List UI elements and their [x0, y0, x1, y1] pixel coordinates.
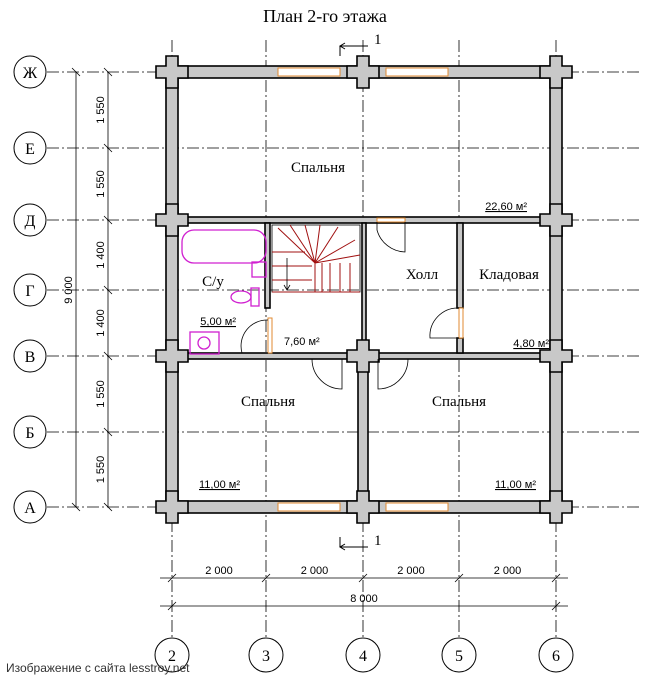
dimensions: 1 550 1 550 1 400 1 400 1 550 1 550 9 000 2 000…	[63, 67, 568, 611]
row-axis-marker	[13, 490, 47, 524]
col-axis-label: 3	[262, 648, 270, 665]
windows	[267, 67, 464, 512]
log-corner	[346, 490, 380, 524]
row-axis-label: В	[25, 349, 36, 366]
row-dim-label: 1 400	[95, 309, 107, 337]
watermark: Изображение с сайта lesstroy.net	[6, 661, 190, 675]
room-areas: 22,60 м² 5,00 м² 7,60 м² 4,80 м² 11,00 м…	[199, 201, 549, 491]
row-axis-marker	[13, 415, 47, 449]
log-corner	[539, 203, 573, 237]
log-corner	[539, 339, 573, 373]
room-name: Спальня	[432, 394, 486, 410]
bathtub-icon	[181, 229, 267, 264]
col-dim-label: 2 000	[494, 565, 522, 577]
log-corner	[346, 339, 380, 373]
bathroom-fixtures	[181, 229, 267, 355]
row-axis-marker	[13, 203, 47, 237]
row-dim-label: 1 550	[95, 96, 107, 124]
log-corner	[155, 55, 189, 89]
area-label: 5,00 м²	[200, 316, 236, 328]
area-label: 22,60 м²	[485, 201, 527, 213]
col-axis-label: 6	[552, 648, 560, 665]
log-corner	[346, 55, 380, 89]
area-label: 7,60 м²	[284, 336, 320, 348]
stairs	[271, 224, 361, 293]
col-dim-label: 2 000	[301, 565, 329, 577]
col-axis-marker	[248, 637, 284, 673]
col-axis-marker	[154, 637, 190, 673]
room-name: Холл	[406, 267, 439, 283]
area-label: 11,00 м²	[199, 479, 240, 491]
log-corners	[155, 55, 573, 524]
area-label: 4,80 м²	[513, 338, 549, 350]
room-name: Кладовая	[479, 267, 539, 283]
doors	[240, 222, 460, 390]
toilet-icon	[230, 290, 252, 304]
room-name: С/у	[202, 274, 224, 290]
row-dim-label: 1 550	[95, 170, 107, 198]
col-total-label: 8 000	[350, 593, 378, 605]
col-axis-label: 5	[455, 648, 463, 665]
row-axis-label: Ж	[23, 65, 38, 82]
row-dim-label: 1 550	[95, 456, 107, 484]
col-dim-label: 2 000	[205, 565, 233, 577]
col-axis-label: 4	[359, 648, 367, 665]
row-axis-marker	[13, 131, 47, 165]
row-axis-label: Е	[25, 141, 35, 158]
col-axis-marker	[538, 637, 574, 673]
area-label: 11,00 м²	[495, 479, 536, 491]
row-axis-label: А	[24, 500, 36, 517]
col-axis-label: 2	[168, 648, 176, 665]
log-corner	[539, 55, 573, 89]
row-axis-label: Б	[25, 425, 34, 442]
section-marks: 1 1	[339, 32, 382, 551]
section-label: 1	[374, 32, 382, 48]
row-axis-label: Д	[25, 213, 36, 230]
room-name: Спальня	[291, 160, 345, 176]
log-corner	[155, 339, 189, 373]
log-corner	[539, 490, 573, 524]
log-corner	[155, 203, 189, 237]
section-label: 1	[374, 533, 382, 549]
col-axis-marker	[345, 637, 381, 673]
row-axis-label: Г	[25, 283, 34, 300]
log-corner	[155, 490, 189, 524]
sink-icon	[251, 261, 267, 278]
col-dim-label: 2 000	[397, 565, 425, 577]
row-total-label: 9 000	[63, 276, 75, 304]
row-dim-label: 1 400	[95, 241, 107, 269]
row-axis-marker	[13, 339, 47, 373]
plan-title: План 2-го этажа	[263, 6, 387, 26]
shower-icon	[189, 331, 220, 355]
row-axis-marker	[13, 55, 47, 89]
walls	[165, 65, 563, 514]
col-axis-marker	[441, 637, 477, 673]
room-labels: Спальня С/у Холл Кладовая Спальня Спальн…	[202, 160, 539, 410]
grid-axes: Ж Е Д Г В Б А 2 3 4 5 6	[13, 40, 640, 673]
room-name: Спальня	[241, 394, 295, 410]
row-dim-label: 1 550	[95, 380, 107, 408]
row-axis-marker	[13, 273, 47, 307]
